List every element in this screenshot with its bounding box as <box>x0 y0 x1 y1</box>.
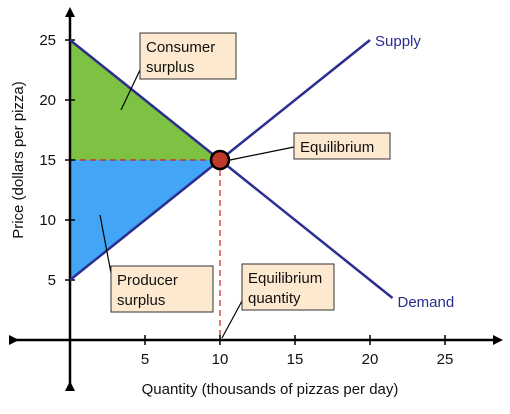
x-axis-title: Quantity (thousands of pizzas per day) <box>142 381 399 398</box>
y-tick-label: 10 <box>39 212 56 229</box>
equilibrium-box <box>293 132 391 160</box>
x-tick-label: 10 <box>212 351 229 368</box>
equilibrium-point <box>209 149 231 171</box>
x-tick-label: 5 <box>141 351 149 368</box>
x-tick-label: 20 <box>362 351 379 368</box>
consumer-surplus-box <box>139 32 237 80</box>
consumer-surplus-pointer <box>120 69 141 111</box>
demand-line <box>69 39 394 299</box>
demand-label: Demand <box>398 294 455 311</box>
x-tick-label: 15 <box>287 351 304 368</box>
y-tick-label: 20 <box>39 92 56 109</box>
y-axis-title: Price (dollars per pizza) <box>10 81 27 239</box>
y-tick-label: 15 <box>39 152 56 169</box>
equilibrium-quantity-pointer <box>221 300 243 339</box>
supply-label: Supply <box>375 33 421 50</box>
y-tick-label: 25 <box>39 32 56 49</box>
y-tick-label: 5 <box>48 272 56 289</box>
producer-surplus-pointer <box>99 214 112 274</box>
equilibrium-quantity-box <box>241 263 335 311</box>
x-tick-label: 25 <box>437 351 454 368</box>
producer-surplus-box <box>110 265 214 313</box>
equilibrium-text: Equilibrium <box>300 139 374 156</box>
equilibrium-pointer <box>229 146 295 161</box>
